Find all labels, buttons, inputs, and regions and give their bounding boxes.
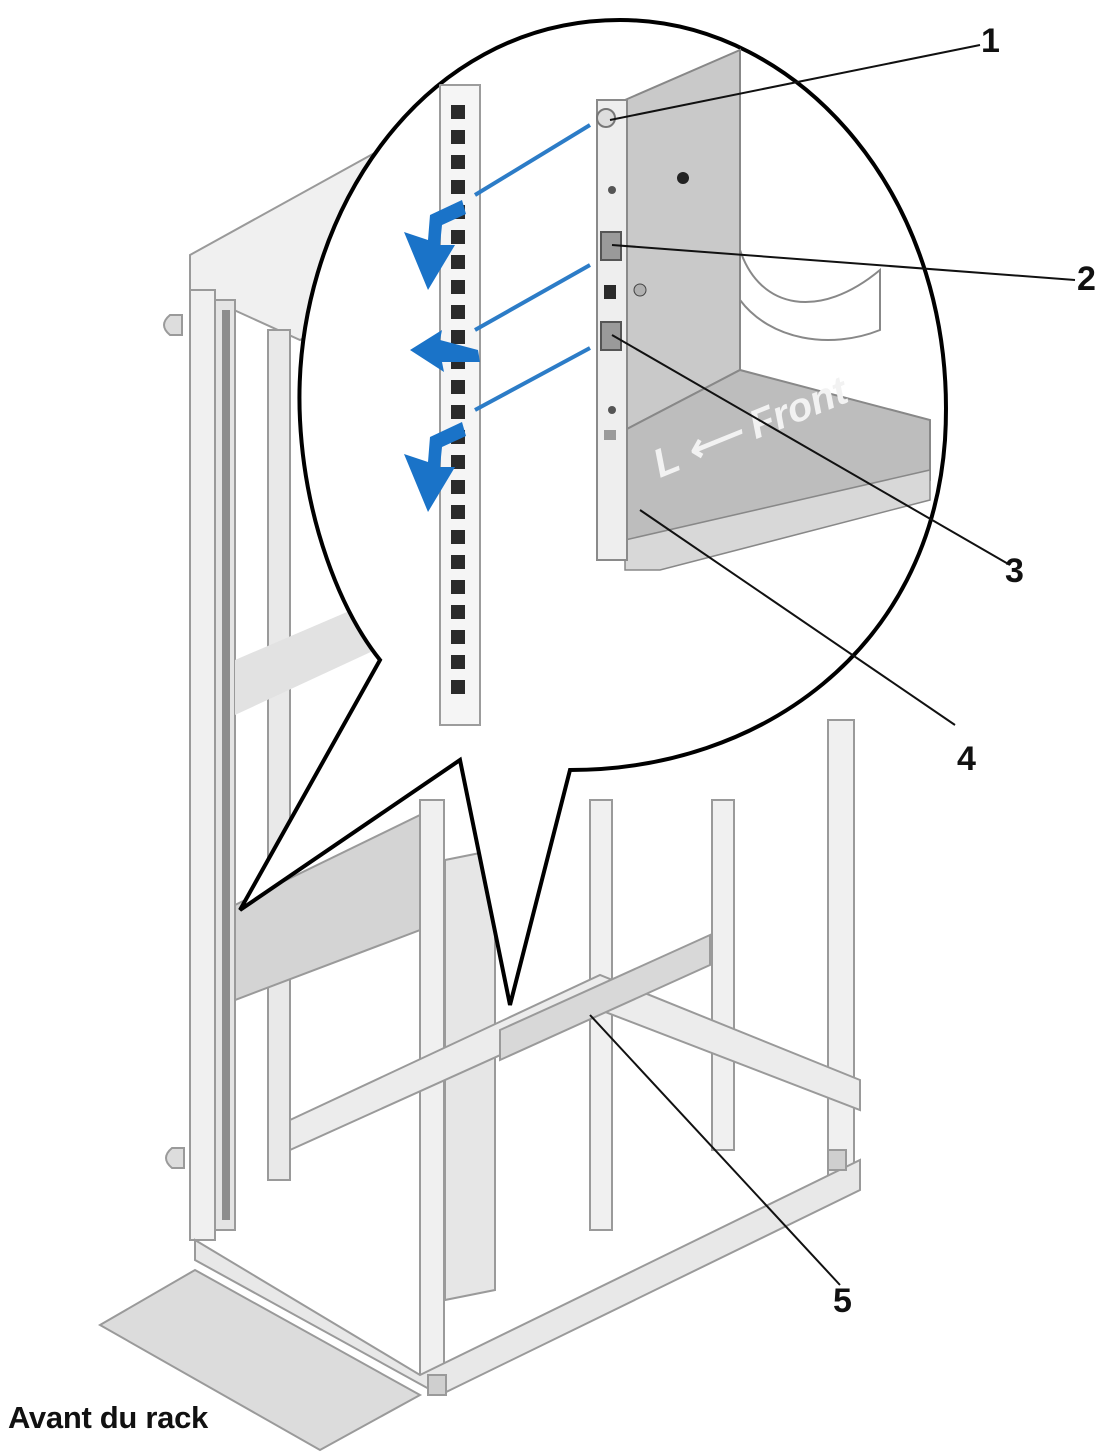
callout-4: 4 xyxy=(957,740,976,778)
callout-3: 3 xyxy=(1005,552,1024,590)
rack-floor-plate xyxy=(97,1268,423,1452)
rack-side-band xyxy=(235,600,375,715)
guide-lines xyxy=(473,123,592,412)
callout-numbers: 1 2 3 4 5 xyxy=(833,22,1096,1320)
magnifier-bubble: L ⟵ Front xyxy=(238,17,948,1006)
magnifier-outline xyxy=(238,17,948,1006)
rack-hinge-bottom xyxy=(165,1147,185,1169)
callout-5: 5 xyxy=(833,1282,852,1320)
arrow-left-icon xyxy=(410,330,480,372)
rack-rear-right-post-2 xyxy=(711,799,735,1151)
rack-foot-rear xyxy=(827,1149,847,1171)
callout-2: 2 xyxy=(1077,260,1096,298)
rack-rear-right-post-3 xyxy=(827,719,855,1181)
lower-left-rail xyxy=(234,813,421,1002)
rack-crossbar xyxy=(499,933,711,1062)
arrow-down-icon xyxy=(404,422,466,512)
rack-foot-front xyxy=(427,1374,447,1396)
magnified-rack-post xyxy=(439,84,481,726)
rack-rear-left-post xyxy=(267,329,291,1181)
callout-1: 1 xyxy=(981,22,1000,60)
leader-lines xyxy=(589,44,1076,1286)
rail-bracket: L ⟵ Front xyxy=(596,48,931,571)
rack-front-caption: Avant du rack xyxy=(8,1400,208,1435)
rack-hole-strip xyxy=(222,310,230,1220)
rack-hinge-top xyxy=(163,314,183,336)
arrow-down-icon xyxy=(404,200,466,290)
rack-front-left-post xyxy=(189,289,216,1241)
rack-frame xyxy=(97,149,861,1452)
direction-arrows xyxy=(404,200,480,512)
rack-base xyxy=(194,1158,861,1397)
